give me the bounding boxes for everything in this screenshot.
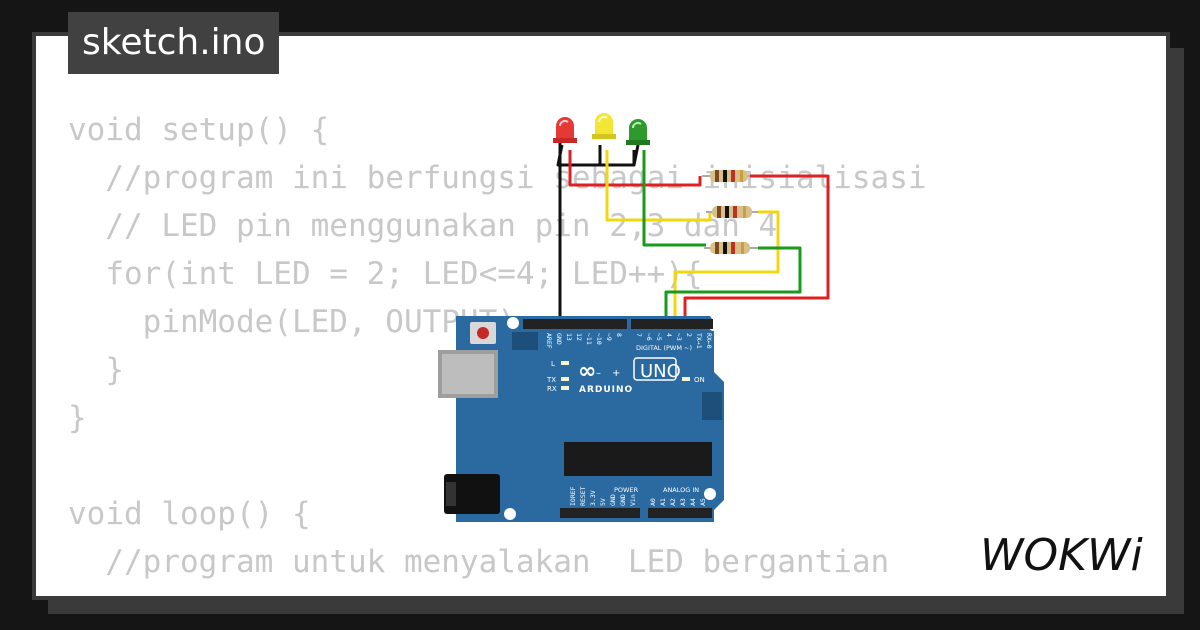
wokwi-logo: WOKWi bbox=[980, 530, 1143, 581]
top-pin-label: ~3 bbox=[675, 333, 683, 341]
bottom-pin-label: GND bbox=[619, 494, 627, 506]
arduino-uno-board: ∞ – + bbox=[438, 316, 724, 522]
code-line: } bbox=[68, 400, 87, 436]
top-pin-label: ~9 bbox=[605, 333, 613, 341]
code-line: void setup() { bbox=[68, 112, 330, 148]
bottom-pin-label: A5 bbox=[699, 498, 707, 506]
top-pin-label: ~10 bbox=[595, 333, 603, 345]
code-line: for(int LED = 2; LED<=4; LED++){ bbox=[68, 256, 703, 292]
code-line: } bbox=[68, 352, 124, 388]
red-led bbox=[553, 117, 577, 143]
board-brand-label: ARDUINO bbox=[579, 385, 633, 395]
top-pin-label: ~6 bbox=[645, 333, 653, 341]
rx-label: RX bbox=[547, 385, 557, 393]
digital-header-label: DIGITAL (PWM ~) bbox=[636, 344, 692, 352]
svg-text:–: – bbox=[596, 368, 601, 379]
wokwi-logo-text: WOKWi bbox=[980, 530, 1143, 581]
code-line: //program ini berfungsi sebagai inisiali… bbox=[68, 160, 927, 196]
resistor-2 bbox=[706, 206, 758, 218]
top-pin-label: 2 bbox=[685, 333, 693, 337]
yellow-wire bbox=[605, 150, 780, 323]
code-line: //program untuk menyalakan LED bergantia… bbox=[68, 544, 890, 580]
code-line: void loop() { bbox=[68, 496, 311, 532]
top-pin-label: GND bbox=[555, 333, 563, 345]
bottom-pin-label: A3 bbox=[679, 498, 687, 506]
top-pin-label: AREF bbox=[545, 333, 553, 349]
on-label: ON bbox=[694, 376, 705, 384]
green-wire bbox=[642, 150, 802, 323]
top-pin-label: ~5 bbox=[655, 333, 663, 341]
svg-text:∞: ∞ bbox=[578, 359, 596, 384]
bottom-pin-label: 5V bbox=[599, 498, 607, 506]
resistor-3 bbox=[704, 242, 758, 254]
microcontroller-chip bbox=[564, 442, 712, 476]
top-pin-label: 8 bbox=[615, 333, 623, 337]
code-line: pinMode(LED, OUTPUT); bbox=[68, 304, 535, 340]
top-pin-label: 7 bbox=[635, 333, 643, 337]
power-jack bbox=[444, 474, 500, 514]
bottom-pin-label: 3.3V bbox=[589, 490, 597, 506]
bottom-pin-label: A0 bbox=[649, 498, 657, 506]
top-pin-label: 12 bbox=[575, 333, 583, 341]
top-pin-label: 13 bbox=[565, 333, 573, 341]
tx-label: TX bbox=[546, 376, 556, 384]
top-pin-label: RX←0 bbox=[705, 333, 713, 349]
ground-wire-path bbox=[556, 144, 640, 323]
bottom-pin-label: A1 bbox=[659, 498, 667, 506]
bottom-pin-label: RESET bbox=[579, 486, 587, 506]
code-line: // LED pin menggunakan pin 2,3 dan 4 bbox=[68, 208, 778, 244]
yellow-led bbox=[592, 113, 616, 139]
top-pin-label: TX→1 bbox=[695, 333, 703, 349]
filename-tab: sketch.ino bbox=[68, 12, 280, 74]
l-label: L bbox=[551, 360, 555, 368]
bottom-pin-label: A4 bbox=[689, 498, 697, 506]
svg-text:+: + bbox=[612, 368, 620, 379]
bottom-pin-label: Vin bbox=[629, 494, 637, 506]
top-pin-label: 4 bbox=[665, 333, 673, 337]
code-block: void setup() { //program ini berfungsi s… bbox=[68, 106, 927, 596]
red-wire bbox=[568, 150, 830, 323]
bottom-pin-label: IOREF bbox=[569, 486, 577, 506]
bottom-pin-label: A2 bbox=[669, 498, 677, 506]
board-model-label: UNO bbox=[640, 361, 681, 382]
resistor-1 bbox=[702, 170, 750, 182]
code-line: for (int LED = 2; LED <= 4; LED++){ bbox=[68, 586, 927, 596]
green-led bbox=[626, 119, 650, 145]
bottom-pin-label: GND bbox=[609, 494, 617, 506]
power-label: POWER bbox=[614, 486, 639, 494]
top-pin-label: ~11 bbox=[585, 333, 593, 345]
analog-label: ANALOG IN bbox=[663, 486, 699, 494]
